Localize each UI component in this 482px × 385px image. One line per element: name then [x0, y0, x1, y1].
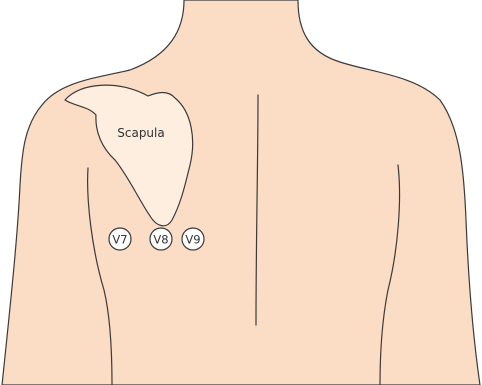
electrode-v9: V9	[182, 228, 204, 250]
electrode-v7: V7	[109, 228, 131, 250]
electrode-v8-label: V8	[153, 233, 168, 247]
electrode-v8: V8	[150, 228, 172, 250]
electrode-v9-label: V9	[185, 233, 200, 247]
electrode-v7-label: V7	[112, 233, 127, 247]
scapula-label: Scapula	[117, 126, 164, 140]
